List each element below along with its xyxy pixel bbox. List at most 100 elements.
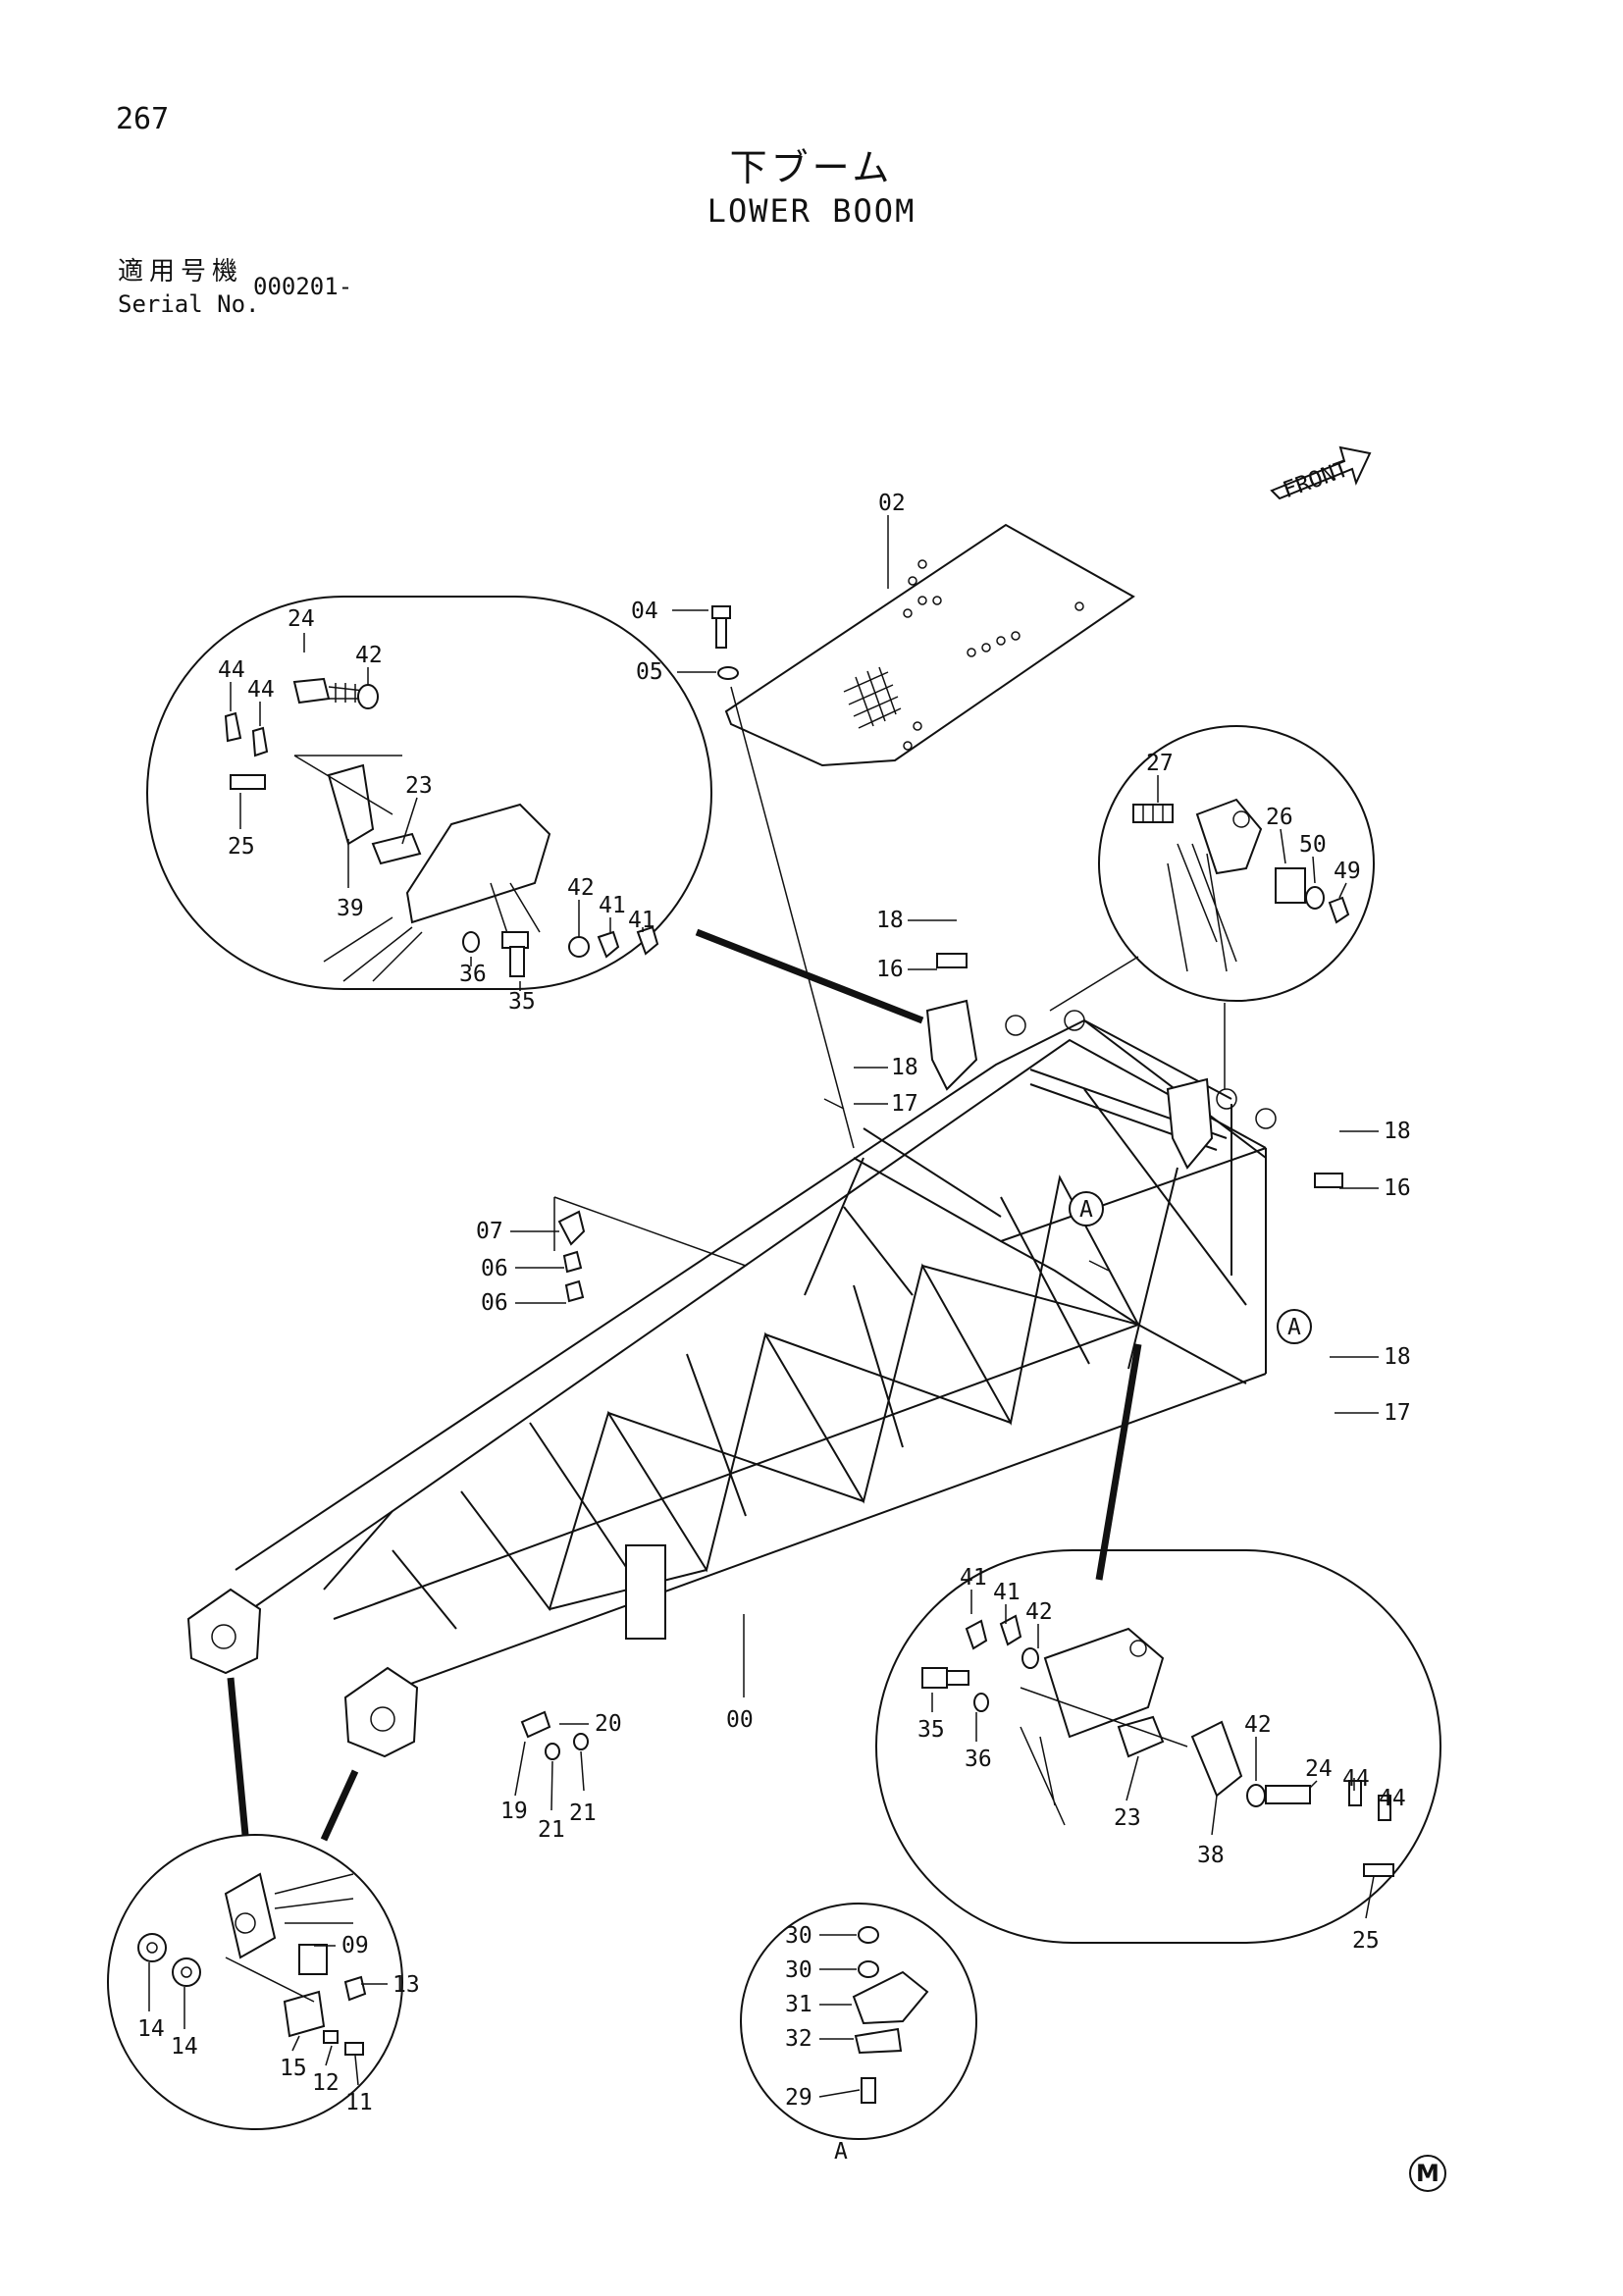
leader-line (1312, 856, 1316, 884)
part-number-label: 44 (1379, 1786, 1406, 1811)
front-arrow-icon: FRONT (1270, 445, 1372, 503)
leader-line (1211, 1795, 1218, 1836)
callout-c30a: 30 (785, 1923, 857, 1949)
callout-c29: 29 (785, 2085, 861, 2111)
callout-c06b: 06 (481, 1290, 566, 1316)
callout-c06a: 06 (481, 1256, 564, 1281)
leader-line (291, 2035, 300, 2052)
hinge-brackets (925, 999, 1277, 1170)
part-number-label: 32 (785, 2026, 812, 2052)
part-number-label: 30 (785, 1923, 812, 1949)
boom-tip-lugs (186, 1544, 666, 1758)
section-marker-circle (1069, 1191, 1104, 1226)
title-english: LOWER BOOM (707, 192, 916, 230)
part-number-label: 20 (595, 1711, 622, 1737)
part-number-label: 41 (599, 893, 626, 918)
part-number-label: 00 (726, 1707, 754, 1733)
callout-c23b: 23 (1114, 1755, 1141, 1831)
upper-left-detail-parts (224, 677, 659, 982)
callout-c24a: 24 (288, 606, 315, 652)
part-number-label: 41 (628, 908, 655, 933)
part-number-label: 29 (785, 2085, 812, 2111)
part-number-label: 27 (1146, 751, 1174, 776)
callout-layer: 0204052442444423253942414136352726504918… (137, 491, 1411, 2165)
callout-c41a: 41 (599, 893, 626, 932)
callout-c18d: 18 (1330, 1344, 1411, 1370)
callout-c24b: 24 (1305, 1756, 1333, 1789)
detail-view-upper-left (146, 596, 712, 990)
leader-line (1365, 1875, 1375, 1919)
part-number-label: 44 (1342, 1766, 1370, 1792)
part-number-label: 42 (567, 875, 595, 901)
callout-c39: 39 (337, 839, 364, 921)
callout-c42a: 42 (355, 643, 383, 685)
detail-view-lower-left (107, 1834, 403, 2130)
callout-c41c: 41 (960, 1565, 987, 1614)
leader-line (325, 2045, 333, 2066)
part-number-label: 24 (1305, 1756, 1333, 1782)
part-number-label: 41 (993, 1580, 1021, 1605)
page-number: 267 (116, 102, 170, 136)
callout-c13: 13 (361, 1972, 420, 1998)
callout-c26: 26 (1266, 805, 1293, 864)
part-number-label: A (1287, 1315, 1301, 1340)
part-number-label: 26 (1266, 805, 1293, 830)
callout-c04: 04 (631, 599, 708, 624)
callout-c42d: 42 (1244, 1712, 1272, 1781)
lower-left-detail-parts (137, 1872, 367, 2056)
part-number-label: 41 (960, 1565, 987, 1591)
part-number-label: 42 (1025, 1599, 1053, 1625)
part-number-label: 21 (569, 1800, 597, 1826)
part-number-label: 44 (218, 657, 245, 683)
callout-c19: 19 (500, 1741, 528, 1824)
callout-c27: 27 (1146, 751, 1174, 803)
floor-plate-part (724, 523, 1135, 767)
callout-c50: 50 (1299, 832, 1327, 884)
leader-line (1280, 828, 1286, 864)
part-number-label: 38 (1197, 1843, 1225, 1868)
leader-line (401, 797, 418, 845)
part-number-label: 23 (405, 773, 433, 799)
part-number-label: 04 (631, 599, 658, 624)
leader-line (550, 1760, 553, 1811)
lower-right-detail-parts (921, 1614, 1394, 1877)
part-number-label: 31 (785, 1992, 812, 2017)
callout-c11: 11 (345, 2055, 373, 2115)
part-number-label: 12 (312, 2070, 340, 2096)
part-number-label: 11 (345, 2090, 373, 2115)
callout-c18b: 18 (854, 1055, 918, 1080)
leader-line (354, 2055, 359, 2086)
part-number-label: 24 (288, 606, 315, 632)
callout-cA2: A (1277, 1309, 1312, 1344)
leader-line (514, 1741, 526, 1797)
callout-c16a: 16 (876, 957, 937, 982)
leader-line (1309, 1780, 1318, 1789)
part-number-label: 17 (1384, 1400, 1411, 1426)
part-number-label: 09 (341, 1933, 369, 1958)
callout-c02: 02 (878, 491, 906, 589)
leader-line (818, 2089, 861, 2098)
callout-c42b: 42 (567, 875, 595, 937)
callout-c49: 49 (1334, 859, 1361, 899)
part-number-label: 06 (481, 1290, 508, 1316)
part-number-label: 35 (508, 989, 536, 1015)
callout-c36b: 36 (965, 1712, 992, 1772)
callout-c21a: 21 (538, 1760, 565, 1843)
part-number-label: 18 (891, 1055, 918, 1080)
callout-c17b: 17 (1335, 1400, 1411, 1426)
part-number-label: 16 (1384, 1175, 1411, 1201)
callout-c35a: 35 (508, 981, 536, 1015)
callout-c30b: 30 (785, 1957, 857, 1983)
section-marker-circle (1277, 1309, 1312, 1344)
part-number-label: 06 (481, 1256, 508, 1281)
callout-c12: 12 (312, 2045, 340, 2096)
callout-c05: 05 (636, 659, 716, 685)
callout-c44b: 44 (247, 677, 275, 726)
part-number-label: 14 (171, 2034, 198, 2060)
callout-c32: 32 (785, 2026, 854, 2052)
circled-m-mark: M (1409, 2155, 1446, 2192)
callout-c44a: 44 (218, 657, 245, 711)
callout-c38: 38 (1197, 1795, 1225, 1868)
callout-cA1: A (1069, 1191, 1104, 1226)
leader-line (580, 1750, 585, 1792)
